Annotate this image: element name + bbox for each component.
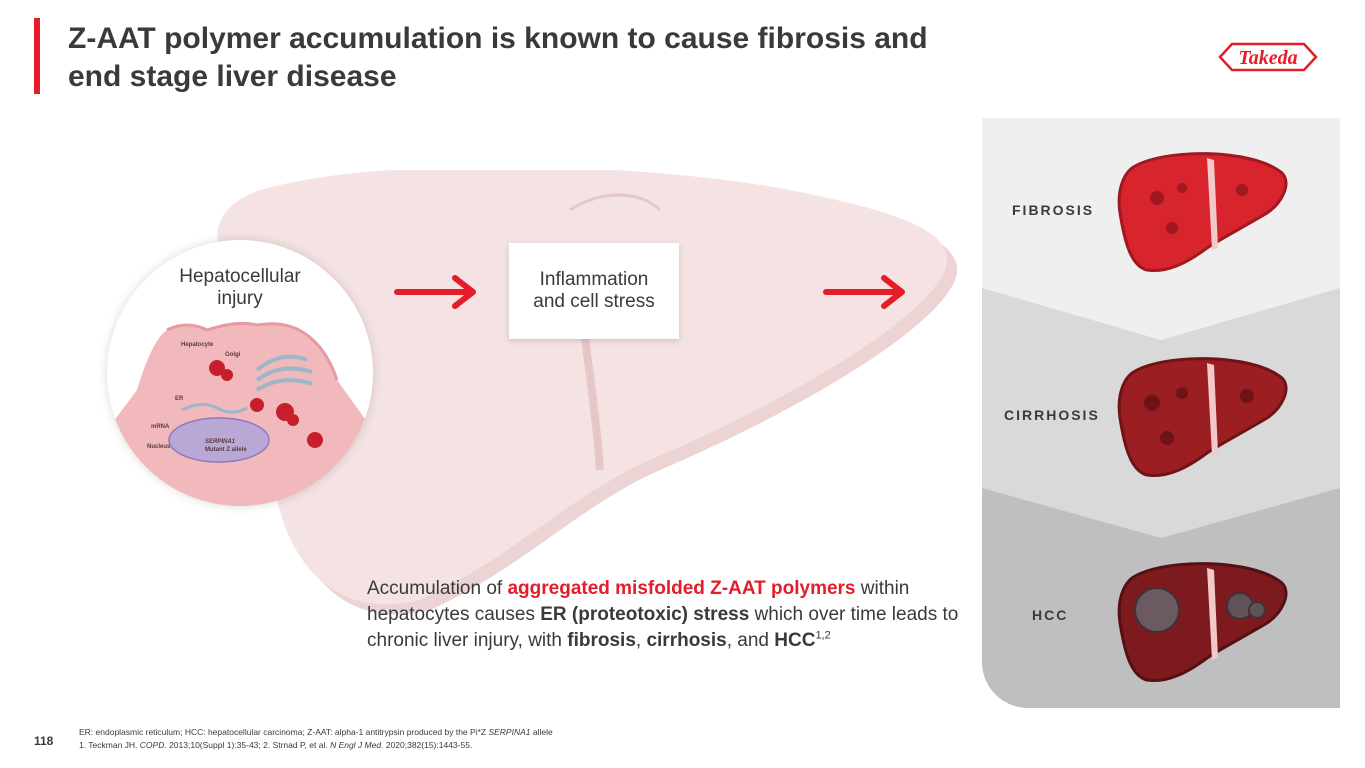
- fn1-italic: SERPINA1: [488, 727, 531, 737]
- stage-label-hcc: HCC: [1032, 607, 1069, 623]
- footnote: ER: endoplasmic reticulum; HCC: hepatoce…: [79, 726, 779, 752]
- circle-title-line1: Hepatocellular: [179, 266, 301, 287]
- page-number: 118: [34, 734, 54, 748]
- fn2-b: 2013;10(Suppl 1):35-43; 2. Strnad P, et …: [166, 740, 331, 750]
- desc-highlight: aggregated misfolded Z-AAT polymers: [507, 578, 856, 599]
- fn2-a: 1. Teckman JH.: [79, 740, 140, 750]
- circle-title: Hepatocellular injury: [107, 266, 373, 310]
- hepatocyte-label: Hepatocyte: [181, 342, 214, 348]
- progression-chevrons: [982, 118, 1340, 708]
- hcc-liver-icon: [1117, 562, 1288, 683]
- title-accent-bar: [34, 18, 40, 94]
- desc-bold-hcc: HCC: [774, 630, 816, 651]
- desc-bold-cirrhosis: cirrhosis: [646, 630, 727, 651]
- logo-text: Takeda: [1238, 47, 1297, 69]
- stage-label-fibrosis: FIBROSIS: [1012, 202, 1095, 218]
- disease-progression-panel: FIBROSIS CIRRHOSIS HCC: [982, 118, 1340, 708]
- desc-part3: which over time leads to chronic liver i…: [367, 604, 959, 651]
- desc-sep2: , and: [726, 630, 775, 651]
- description-text: Accumulation of aggregated misfolded Z-A…: [367, 576, 967, 654]
- cirrhosis-liver-icon: [1117, 357, 1288, 478]
- fn1-a: ER: endoplasmic reticulum; HCC: hepatoce…: [79, 727, 489, 737]
- footnote-line1: ER: endoplasmic reticulum; HCC: hepatoce…: [79, 726, 779, 739]
- inflammation-line2: and cell stress: [533, 291, 655, 312]
- liver-background-illustration: [217, 170, 958, 615]
- fn2-italic2: N Engl J Med.: [330, 740, 384, 750]
- fn1-b: allele: [530, 727, 553, 737]
- desc-bold-er-stress: ER (proteotoxic) stress: [540, 604, 750, 625]
- hepatocyte-illustration: Hepatocyte Golgi ER mRNA Nucleus SERPINA…: [107, 321, 373, 506]
- slide-title: Z-AAT polymer accumulation is known to c…: [68, 22, 928, 93]
- desc-sep1: ,: [635, 630, 647, 651]
- allele-label: Mutant Z allele: [205, 447, 247, 453]
- nucleus-label: Nucleus: [147, 444, 171, 450]
- inflammation-box: Inflammation and cell stress: [509, 243, 679, 339]
- circle-title-line2: injury: [217, 288, 263, 309]
- desc-superscript: 1,2: [815, 629, 831, 642]
- fibrosis-liver-icon: [1117, 152, 1288, 273]
- er-label: ER: [175, 396, 184, 402]
- mrna-label: mRNA: [151, 424, 170, 430]
- desc-part1: Accumulation of: [367, 578, 508, 599]
- inflammation-line1: Inflammation: [539, 269, 649, 290]
- desc-part2: within hepatocytes causes: [367, 578, 910, 625]
- golgi-label: Golgi: [225, 352, 241, 358]
- hepatocellular-injury-circle: Hepatocyte Golgi ER mRNA Nucleus SERPINA…: [107, 240, 373, 506]
- serpina1-label: SERPINA1: [205, 439, 236, 445]
- desc-bold-fibrosis: fibrosis: [567, 630, 636, 651]
- footnote-line2: 1. Teckman JH. COPD. 2013;10(Suppl 1):35…: [79, 739, 779, 752]
- arrow-right-icon: [823, 275, 905, 309]
- fn2-c: 2020;382(15):1443-55.: [383, 740, 473, 750]
- stage-label-cirrhosis: CIRRHOSIS: [1004, 407, 1100, 423]
- arrow-right-icon: [394, 275, 476, 309]
- takeda-logo: Takeda: [1218, 42, 1318, 72]
- fn2-italic1: COPD.: [139, 740, 167, 750]
